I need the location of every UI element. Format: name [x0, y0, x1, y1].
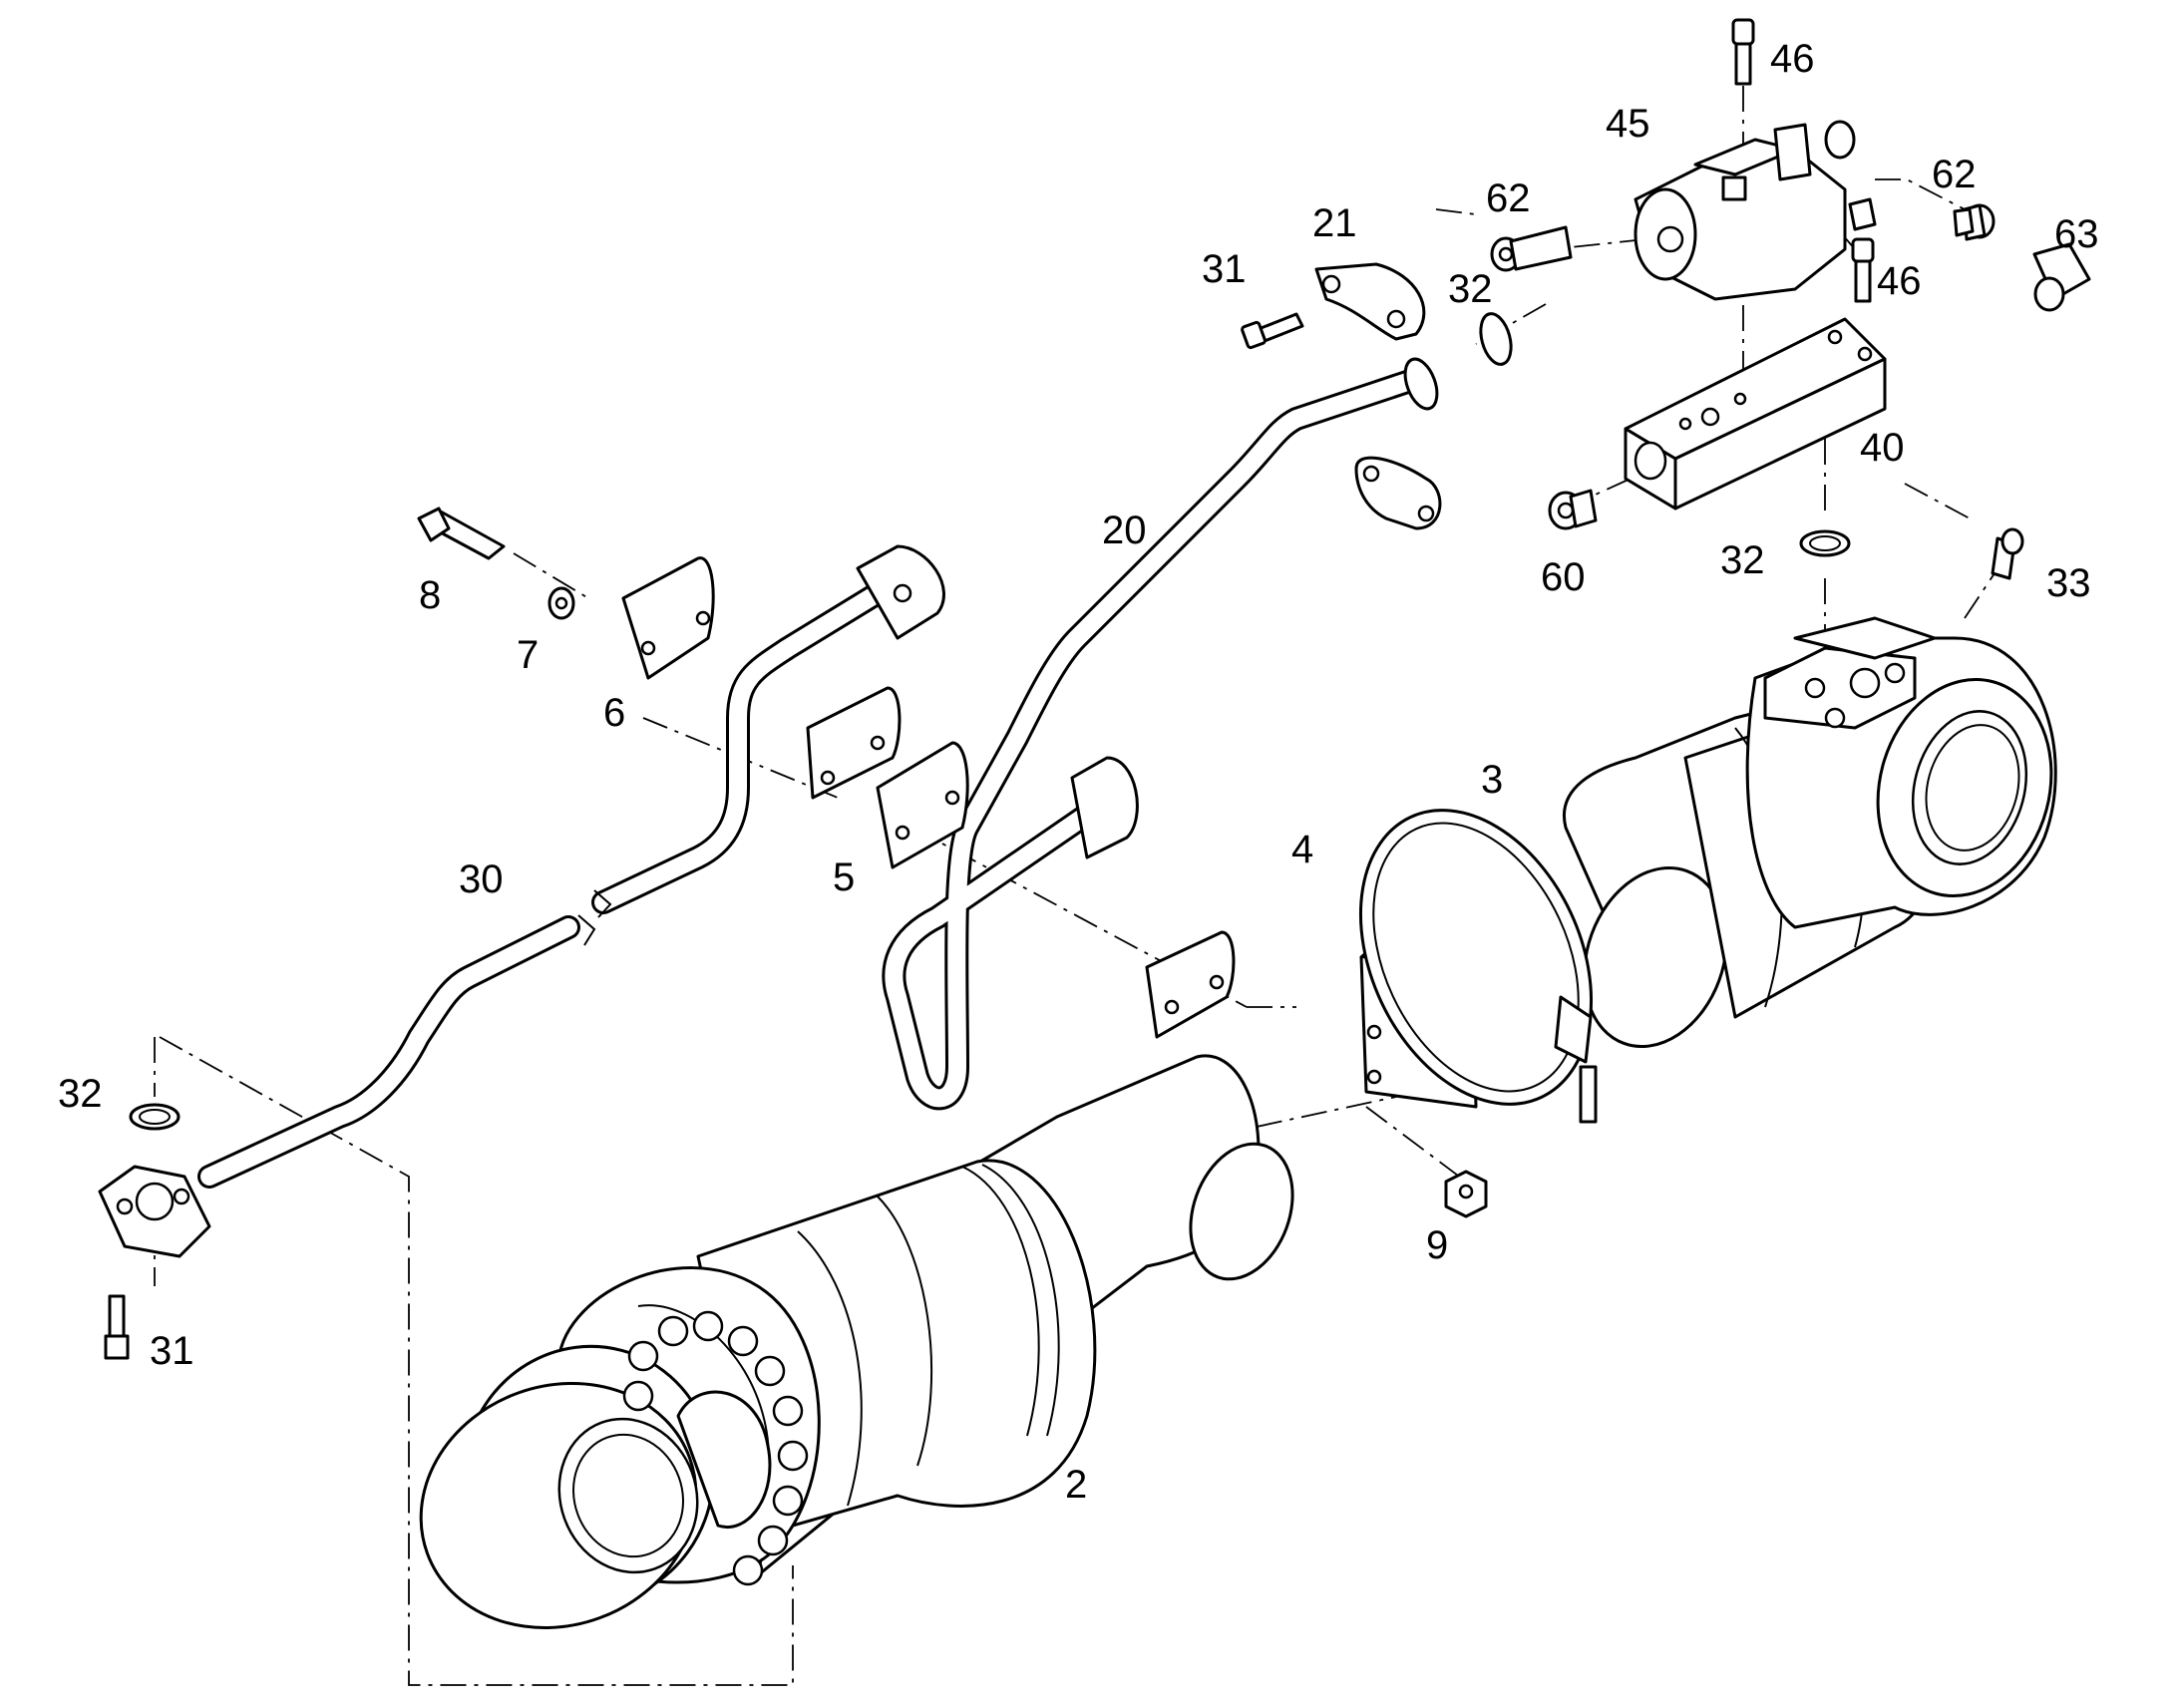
part-40-manifold-block: [1624, 317, 1887, 511]
part-7-washer: [547, 586, 575, 620]
part-8-bolt: [417, 507, 506, 560]
callout-32-right: 32: [1720, 538, 1765, 582]
callout-30: 30: [459, 857, 504, 901]
part-30-tube: [98, 544, 945, 1258]
callout-46-right: 46: [1877, 259, 1922, 303]
gland-bolts: [622, 1310, 809, 1586]
part-2-cylinder-barrel: [419, 1054, 1294, 1630]
part-33-grease-nipple: [1991, 527, 2024, 580]
callout-45: 45: [1606, 102, 1650, 146]
callout-32-upper: 32: [1448, 267, 1493, 311]
callout-5: 5: [833, 855, 855, 899]
part-20-tube: [882, 357, 1439, 1111]
callout-21: 21: [1312, 201, 1357, 245]
part-60-plug: [1548, 489, 1598, 530]
part-6-clamp-plate: [621, 556, 715, 680]
part-46-screw-right: [1851, 237, 1875, 303]
callout-63: 63: [2054, 212, 2099, 256]
callout-46-top: 46: [1770, 37, 1815, 81]
part-32-o-ring-right: [1799, 529, 1851, 557]
callout-8: 8: [419, 573, 441, 617]
part-3-band-clamp: [1358, 809, 1598, 1124]
callout-4: 4: [1291, 828, 1313, 871]
callout-31-lower: 31: [150, 1329, 194, 1373]
callout-60: 60: [1541, 555, 1586, 599]
callout-20: 20: [1102, 509, 1147, 552]
callout-3: 3: [1481, 758, 1503, 802]
callout-6: 6: [603, 691, 625, 735]
callout-62-right: 62: [1932, 153, 1977, 196]
part-46-screw-top: [1731, 18, 1755, 86]
callout-9: 9: [1426, 1223, 1448, 1267]
callout-2: 2: [1065, 1463, 1087, 1507]
part-45-valve: [1634, 120, 1877, 301]
callout-62-left: 62: [1486, 176, 1531, 220]
part-5-clamp-plate: [876, 741, 969, 869]
part-32-o-ring-left: [129, 1103, 181, 1131]
part-63-elbow-fitting: [2032, 242, 2091, 312]
part-21-flange-clamp: [1314, 262, 1442, 530]
clamp-plate-middle: [806, 686, 1236, 1039]
callout-labels: 46 45 62 62 63 21 31 32 46 40 20 60 32 3…: [58, 37, 2099, 1507]
part-32-o-ring-upper: [1479, 312, 1513, 366]
part-31-bolt-lower: [104, 1294, 130, 1360]
part-rear-cylinder-section: [1563, 616, 2057, 1049]
part-31-bolt-upper: [1241, 312, 1304, 350]
part-62-fitting-right: [1953, 203, 1996, 241]
callout-32-left: 32: [58, 1072, 103, 1116]
callout-31-upper: 31: [1202, 247, 1247, 291]
part-9-nut: [1444, 1170, 1488, 1218]
part-62-fitting-left: [1490, 225, 1573, 272]
callout-40: 40: [1860, 426, 1905, 470]
callout-33: 33: [2046, 561, 2091, 605]
callout-7: 7: [517, 633, 539, 677]
